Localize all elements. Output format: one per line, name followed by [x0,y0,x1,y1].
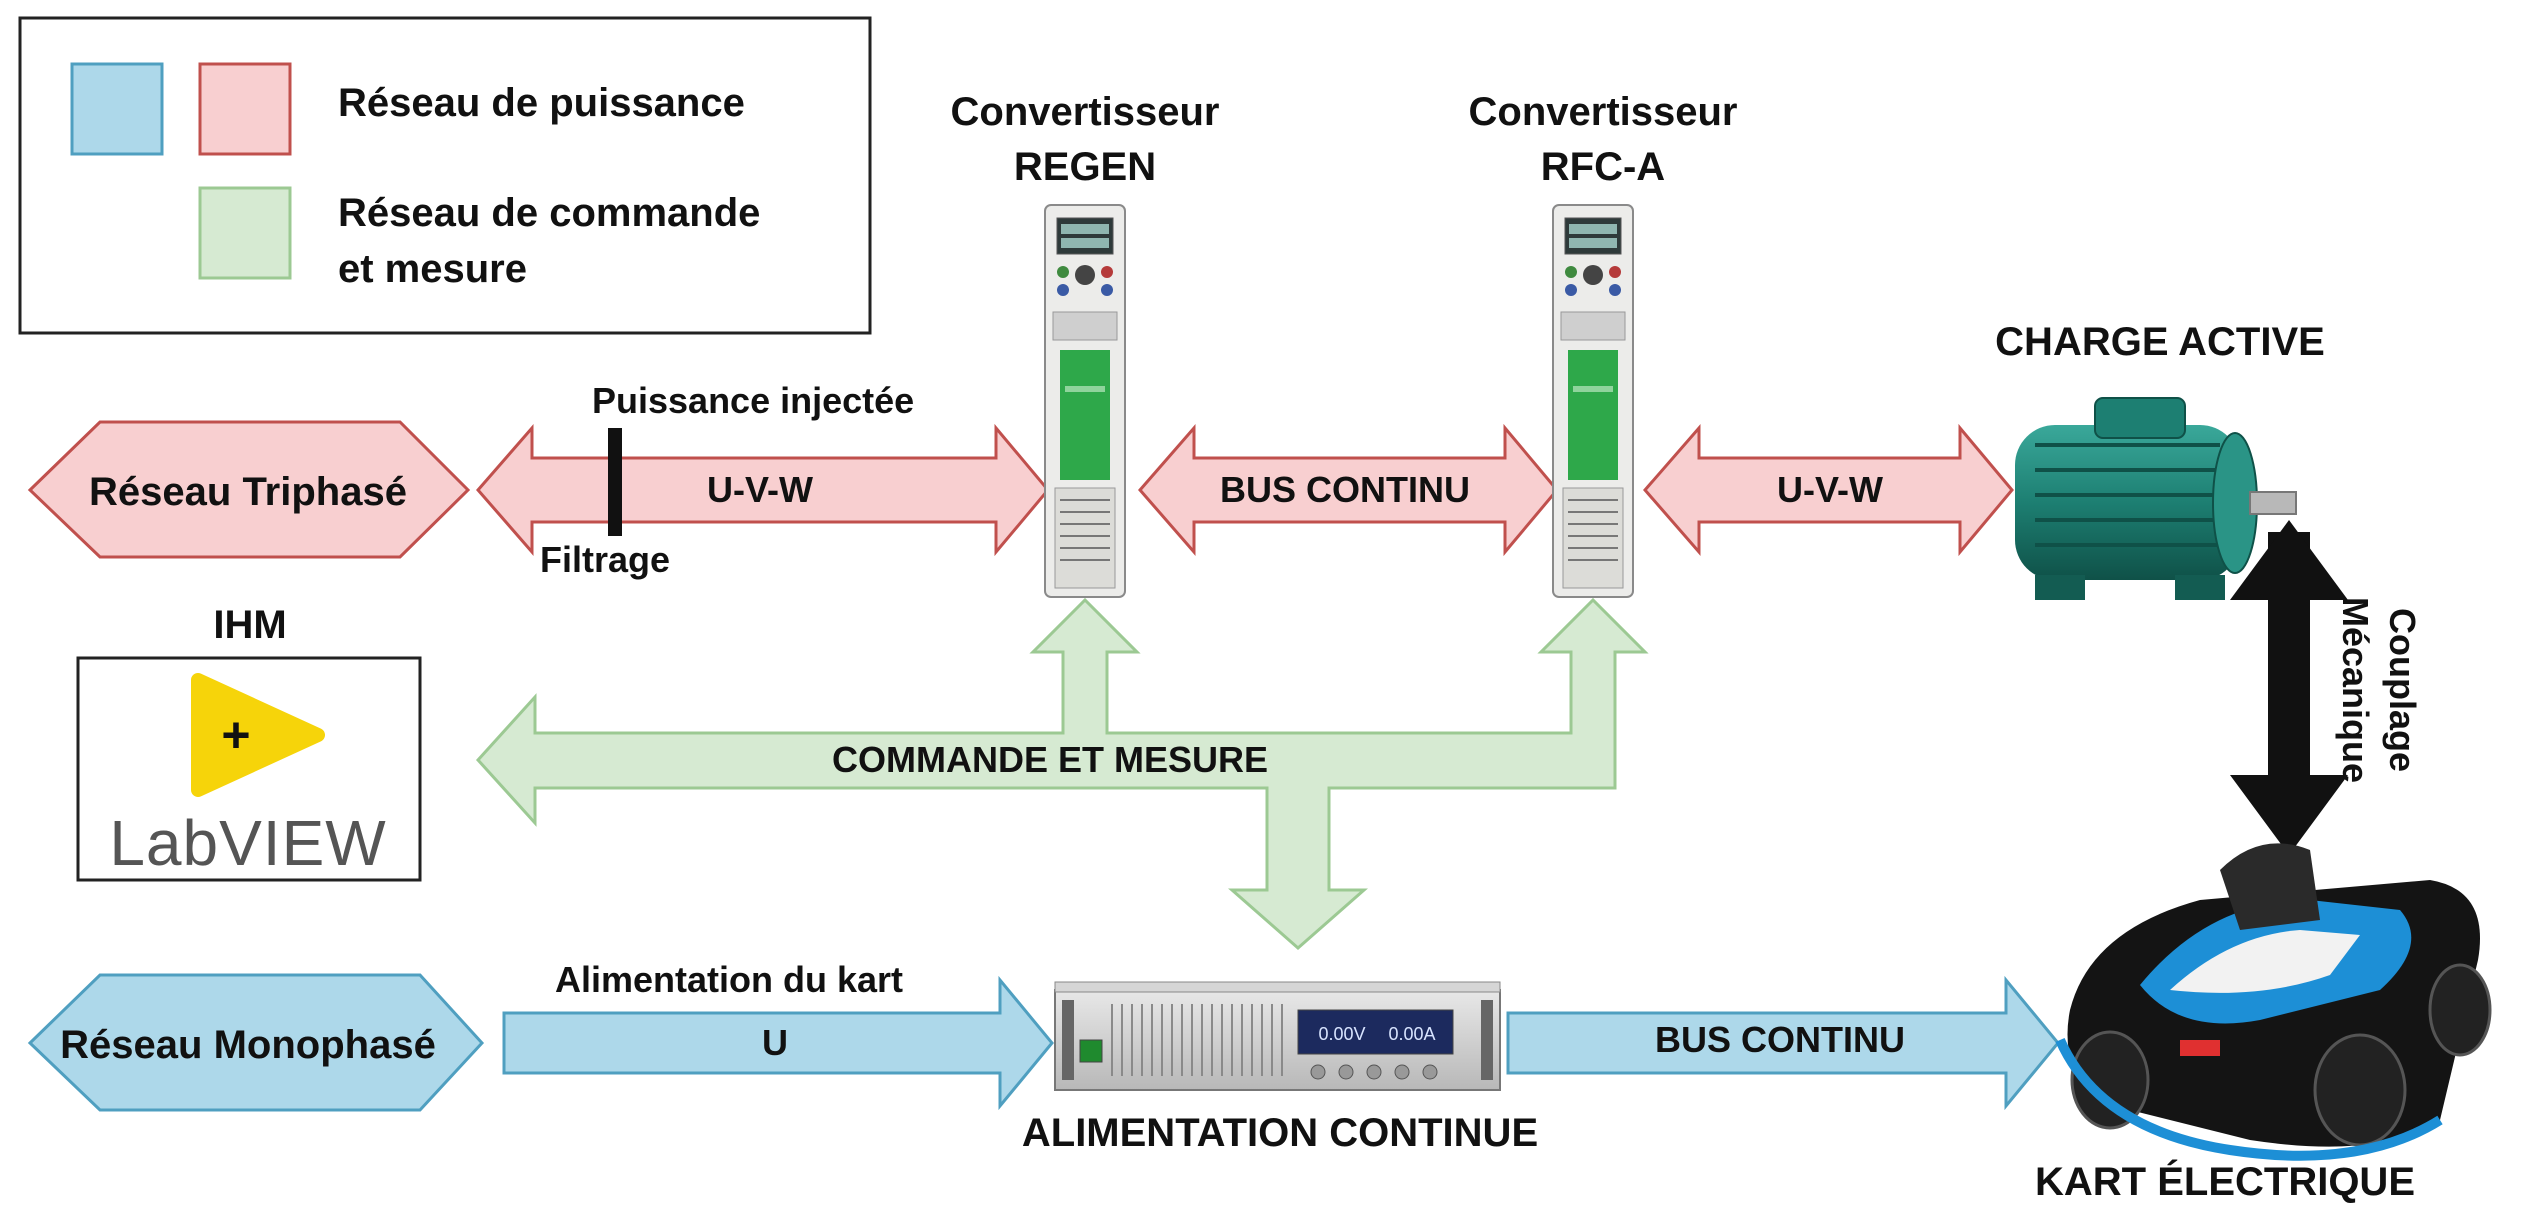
arrow-bus-continu-bottom [1506,975,2060,1111]
charge-active-label: CHARGE ACTIVE [1995,320,2325,364]
filtrage-label: Filtrage [540,539,670,580]
motor-image [2015,397,2297,600]
rfca-title-1: Convertisseur [1469,90,1738,134]
uvw-right-label: U-V-W [1777,469,1883,510]
plus-icon: + [221,707,250,763]
bus-continu-top-label: BUS CONTINU [1220,469,1470,510]
legend-control-label-2: et mesure [338,247,527,291]
monophase-node [27,973,485,1112]
u-label: U [762,1022,788,1063]
regen-drive [1044,204,1126,598]
kart-label: KART ÉLECTRIQUE [2035,1159,2415,1204]
uvw-left-label: U-V-W [707,469,813,510]
labview-logo: + LabVIEW [76,656,422,882]
commande-mesure-label: COMMANDE ET MESURE [832,739,1268,780]
puissance-injectee-label: Puissance injectée [592,380,914,421]
kart-image [2055,843,2492,1161]
monophase-label: Réseau Monophasé [60,1023,436,1067]
psu-current: 0.00A [1388,1024,1435,1044]
couplage-label-1: Couplage [2382,608,2423,772]
alimentation-label: ALIMENTATION CONTINUE [1022,1111,1538,1155]
legend-control-label-1: Réseau de commande [338,191,760,235]
regen-title-2: REGEN [1014,145,1156,189]
arrow-u [502,975,1054,1111]
alimentation-kart-label: Alimentation du kart [555,959,903,1000]
couplage-arrow [2230,532,2348,855]
rfca-drive [1552,204,1634,598]
labview-logo-text: LabVIEW [109,807,386,879]
psu-grille [1111,1004,1283,1076]
control-bus [475,597,1649,950]
legend-swatch-blue [70,62,164,156]
legend-swatch-green [198,186,292,280]
psu-image: 0.00V 0.00A [1054,981,1501,1091]
rfca-title-2: RFC-A [1541,145,1665,189]
couplage-label-2: Mécanique [2335,597,2376,783]
legend: Réseau de puissance Réseau de commande e… [18,16,872,335]
bus-continu-bottom-label: BUS CONTINU [1655,1019,1905,1060]
legend-power-label: Réseau de puissance [338,81,745,125]
triphase-label: Réseau Triphasé [89,470,407,514]
couplage-arrow-head-up [2230,520,2348,600]
ihm-label: IHM [213,603,286,647]
arrow-uvw-right [1643,423,2014,557]
psu-voltage: 0.00V [1318,1024,1365,1044]
regen-title-1: Convertisseur [951,90,1220,134]
labview-triangle-icon [191,673,325,797]
filter-bar [608,428,622,536]
triphase-node [27,420,471,559]
legend-swatch-red [198,62,292,156]
